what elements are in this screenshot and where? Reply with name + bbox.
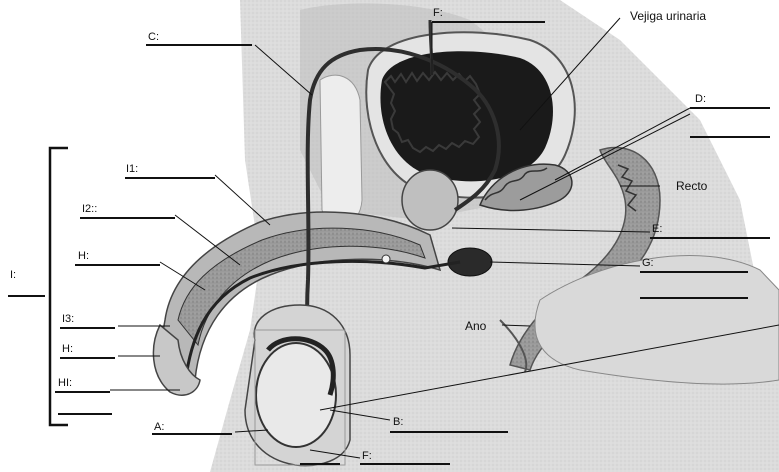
label-recto: Recto bbox=[676, 179, 708, 193]
label-i-main: I: bbox=[10, 269, 16, 281]
urethral-marker bbox=[382, 255, 390, 263]
bladder-lumen bbox=[380, 51, 553, 181]
label-d: D: bbox=[695, 93, 706, 105]
testis bbox=[256, 343, 336, 447]
label-f-bottom: F: bbox=[362, 450, 372, 462]
label-b: B: bbox=[393, 416, 403, 428]
label-ano: Ano bbox=[465, 319, 487, 333]
label-a: A: bbox=[154, 421, 164, 433]
label-h-mid: H: bbox=[62, 343, 73, 355]
label-vejiga-urinaria: Vejiga urinaria bbox=[630, 9, 706, 23]
label-i1: I1: bbox=[126, 163, 138, 175]
label-c: C: bbox=[148, 31, 159, 43]
label-i2: I2:: bbox=[82, 203, 97, 215]
label-g: G: bbox=[642, 257, 654, 269]
pubic-bone bbox=[320, 75, 362, 226]
label-e: E: bbox=[652, 223, 662, 235]
prostate bbox=[402, 170, 458, 230]
label-h-upper: H: bbox=[78, 250, 89, 262]
label-f-top: F: bbox=[433, 7, 443, 19]
label-i3: I3: bbox=[62, 313, 74, 325]
label-hi: HI: bbox=[58, 377, 72, 389]
